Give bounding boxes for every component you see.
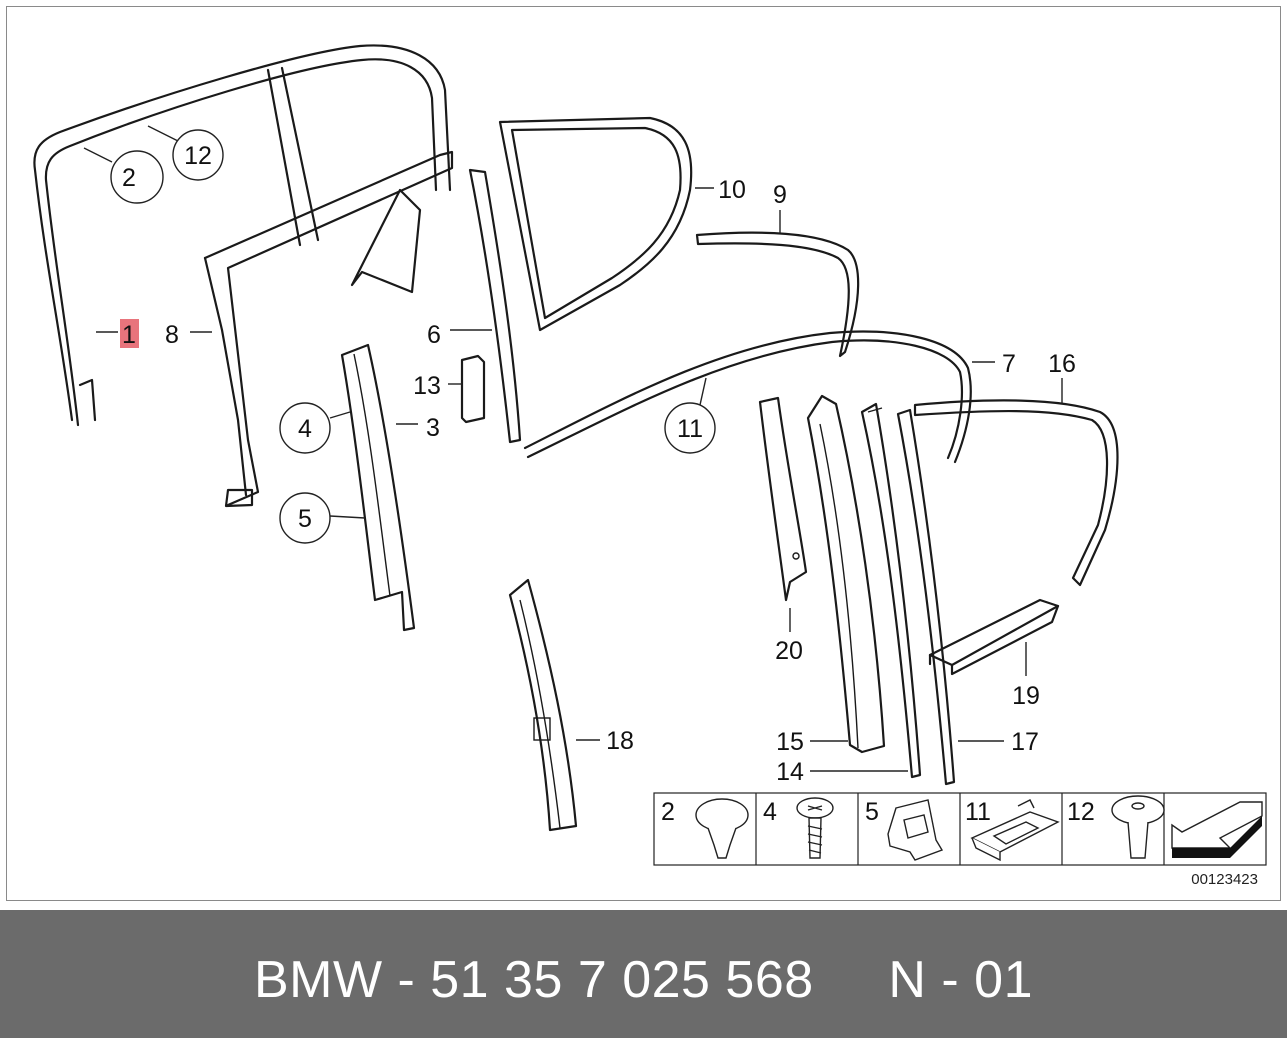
direction-arrow-icon — [1171, 801, 1263, 858]
outer-strip — [896, 408, 956, 786]
cover-strip — [468, 168, 522, 444]
callout-12[interactable]: 12 — [184, 142, 212, 170]
fastener-legend: 2 4 5 11 12 — [653, 792, 1267, 866]
callout-4[interactable]: 4 — [298, 415, 312, 443]
guide-channel — [508, 578, 578, 832]
callout-1[interactable]: 1 — [122, 321, 136, 349]
legend-number-11: 11 — [965, 798, 991, 826]
curved-seal — [913, 399, 1119, 587]
legend-number-12: 12 — [1067, 798, 1095, 826]
highlight-marker — [120, 319, 139, 348]
inner-window-frame — [203, 150, 454, 508]
leader-lines — [83, 125, 1063, 772]
weatherstrip — [523, 330, 972, 464]
callout-19[interactable]: 19 — [1012, 682, 1040, 710]
door-frame-seal — [33, 44, 452, 427]
drawing-number: 00123423 — [1191, 871, 1258, 888]
spacer-block — [460, 354, 486, 424]
window-channel — [806, 394, 886, 754]
callout-17[interactable]: 17 — [1011, 728, 1039, 756]
callout-11[interactable]: 11 — [677, 415, 703, 443]
callout-circle-2 — [110, 150, 164, 204]
legend-number-4: 4 — [763, 798, 777, 826]
callout-15[interactable]: 15 — [776, 728, 804, 756]
parts-diagram: 1 2 3 4 5 6 7 8 9 10 11 12 13 14 15 16 1… — [33, 44, 1267, 888]
callout-2[interactable]: 2 — [122, 164, 136, 192]
callout-14[interactable]: 14 — [776, 758, 804, 786]
legend-number-2: 2 — [661, 798, 675, 826]
bracket — [758, 396, 808, 602]
sill-rail — [928, 598, 1060, 676]
callout-16[interactable]: 16 — [1048, 350, 1076, 378]
callout-7[interactable]: 7 — [1002, 350, 1016, 378]
window-seal — [498, 116, 693, 332]
callout-5[interactable]: 5 — [298, 505, 312, 533]
callout-circle-11 — [664, 402, 716, 454]
callout-13[interactable]: 13 — [413, 372, 441, 400]
pillar-trim — [340, 343, 416, 632]
footer-bar: BMW - 51 35 7 025 568 N - 01 — [0, 910, 1287, 1038]
callout-18[interactable]: 18 — [606, 727, 634, 755]
callout-6[interactable]: 6 — [427, 321, 441, 349]
screw-icon — [796, 797, 834, 859]
clip-icon — [887, 799, 944, 861]
roof-strip — [695, 231, 860, 358]
callout-circle-12 — [172, 129, 224, 181]
legend-number-5: 5 — [865, 798, 879, 826]
callout-8[interactable]: 8 — [165, 321, 179, 349]
part-number-text: BMW - 51 35 7 025 568 N - 01 — [253, 951, 1034, 1009]
callout-20[interactable]: 20 — [775, 637, 803, 665]
callout-9[interactable]: 9 — [773, 181, 787, 209]
push-rivet-icon — [695, 798, 749, 859]
callout-10[interactable]: 10 — [718, 176, 746, 204]
callout-circle-4 — [279, 402, 331, 454]
callout-circle-5 — [279, 492, 331, 544]
callout-3[interactable]: 3 — [426, 414, 440, 442]
retainer-clip-icon — [970, 799, 1060, 862]
inner-strip — [860, 402, 922, 779]
expanding-rivet-icon — [1111, 795, 1165, 859]
